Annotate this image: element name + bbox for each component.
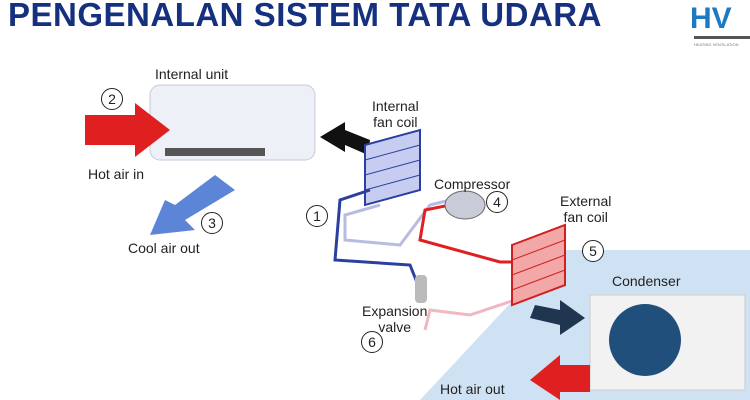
external-fan-coil-shape [511, 223, 566, 307]
condenser-inflow-arrow [530, 300, 585, 335]
internal-unit-vent [165, 148, 265, 156]
page-title: PENGENALAN SISTEM TATA UDARA [8, 0, 602, 33]
internal-fan-coil-shape [364, 128, 421, 207]
label-internal-fan-coil: Internal fan coil [372, 98, 419, 130]
logo-text: HV [690, 2, 732, 35]
label-compressor: Compressor [434, 176, 511, 192]
label-external-fan-coil: External fan coil [560, 193, 612, 225]
label-hot-air-in: Hot air in [88, 166, 145, 182]
expansion-valve-shape [415, 275, 427, 303]
label-internal-unit: Internal unit [155, 66, 229, 82]
hot-air-in-arrow [85, 103, 170, 157]
logo-subtitle: HEATING VENTILATION [694, 42, 739, 47]
label-expansion-valve: Expansion valve [362, 303, 428, 335]
step-1: 1 [306, 205, 328, 227]
cool-air-out-arrow [150, 175, 235, 235]
condenser-fan [609, 304, 681, 376]
step-5: 5 [582, 240, 604, 262]
logo: HV HEATING VENTILATION [690, 2, 750, 50]
step-6: 6 [361, 331, 383, 353]
logo-bar [694, 36, 750, 39]
compressor-shape [444, 190, 486, 220]
airflow-arrow-black [320, 122, 370, 155]
label-condenser: Condenser [612, 273, 681, 289]
step-3: 3 [201, 212, 223, 234]
step-4: 4 [486, 191, 508, 213]
label-cool-air-out: Cool air out [128, 240, 200, 256]
step-2: 2 [101, 88, 123, 110]
hot-air-out-arrow [530, 355, 590, 400]
label-hot-air-out: Hot air out [440, 381, 505, 397]
